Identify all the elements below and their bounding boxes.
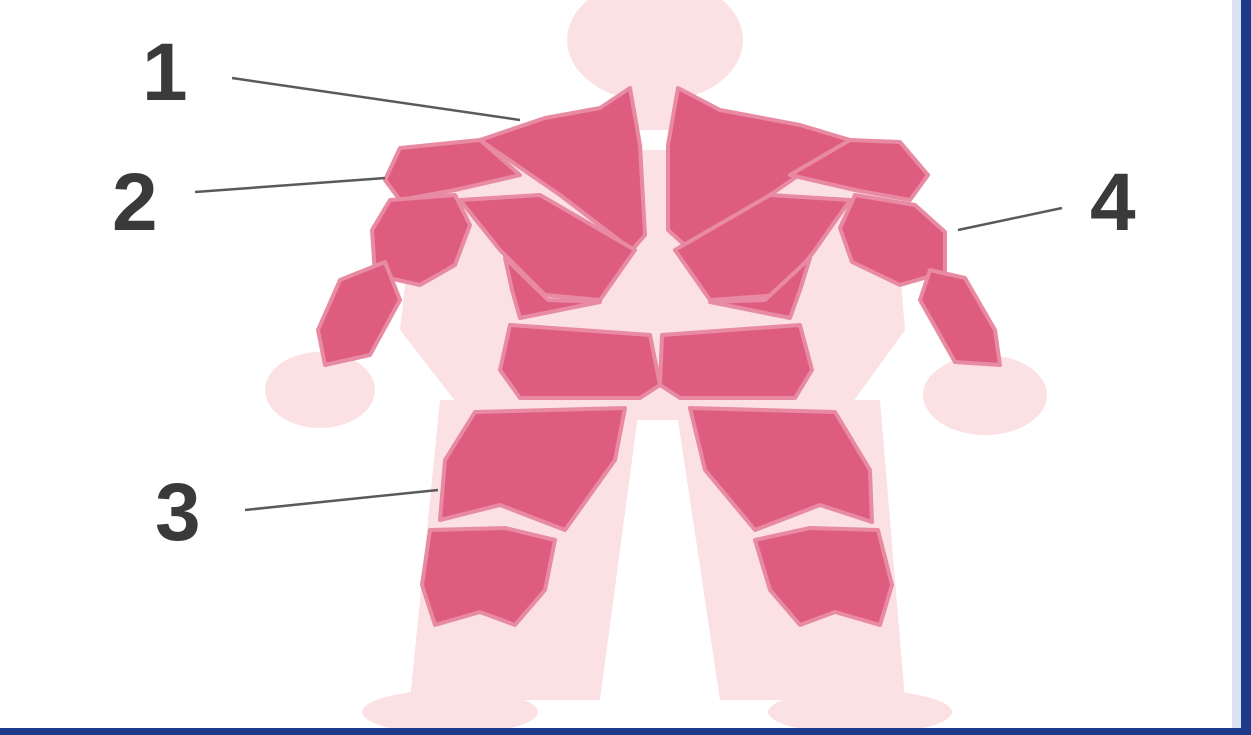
forearm-left [318,262,400,365]
frame-right-inner [1232,0,1241,728]
left-hand [265,352,375,428]
leader-line-3 [245,490,438,510]
forearm-right [920,270,1000,365]
leader-line-4 [958,208,1062,230]
leader-line-2 [195,178,385,192]
label-4: 4 [1090,157,1136,248]
label-2: 2 [112,157,158,248]
label-1: 1 [142,27,188,118]
glute-right [660,325,812,398]
frame-right [1241,0,1251,735]
right-hand [923,355,1047,435]
leader-line-1 [232,78,520,120]
frame-bottom [0,728,1251,735]
glute-left [500,325,660,398]
label-3: 3 [155,467,201,558]
